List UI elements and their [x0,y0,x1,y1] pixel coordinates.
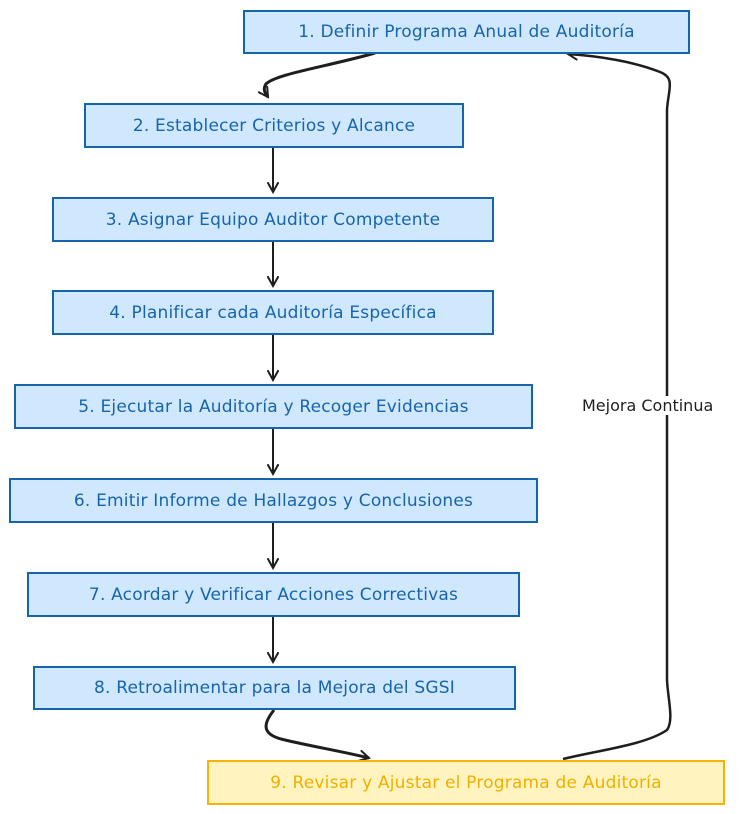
node-4[interactable]: 4. Planificar cada Auditoría Específica [52,290,494,335]
node-2-label: 2. Establecer Criterios y Alcance [132,115,416,136]
node-6-label: 6. Emitir Informe de Hallazgos y Conclus… [73,490,474,511]
node-8[interactable]: 8. Retroalimentar para la Mejora del SGS… [33,666,516,710]
node-7-label: 7. Acordar y Verificar Acciones Correcti… [88,584,459,605]
node-3[interactable]: 3. Asignar Equipo Auditor Competente [52,197,494,242]
edge-label-mejora-continua: Mejora Continua [580,396,716,415]
node-9[interactable]: 9. Revisar y Ajustar el Programa de Audi… [207,760,725,805]
edge-9-to-1 [562,54,672,761]
node-7[interactable]: 7. Acordar y Verificar Acciones Correcti… [27,572,520,617]
node-9-label: 9. Revisar y Ajustar el Programa de Audi… [270,772,662,793]
node-5[interactable]: 5. Ejecutar la Auditoría y Recoger Evide… [14,384,533,429]
edge-8-to-9 [264,709,369,758]
node-2[interactable]: 2. Establecer Criterios y Alcance [84,103,464,148]
node-5-label: 5. Ejecutar la Auditoría y Recoger Evide… [78,396,469,417]
node-8-label: 8. Retroalimentar para la Mejora del SGS… [94,678,455,698]
node-4-label: 4. Planificar cada Auditoría Específica [109,302,437,323]
node-6[interactable]: 6. Emitir Informe de Hallazgos y Conclus… [9,478,538,523]
edge-1-to-2 [264,51,376,97]
node-3-label: 3. Asignar Equipo Auditor Competente [105,209,441,230]
node-1-label: 1. Definir Programa Anual de Auditoría [298,22,635,42]
node-1[interactable]: 1. Definir Programa Anual de Auditoría [243,10,690,54]
